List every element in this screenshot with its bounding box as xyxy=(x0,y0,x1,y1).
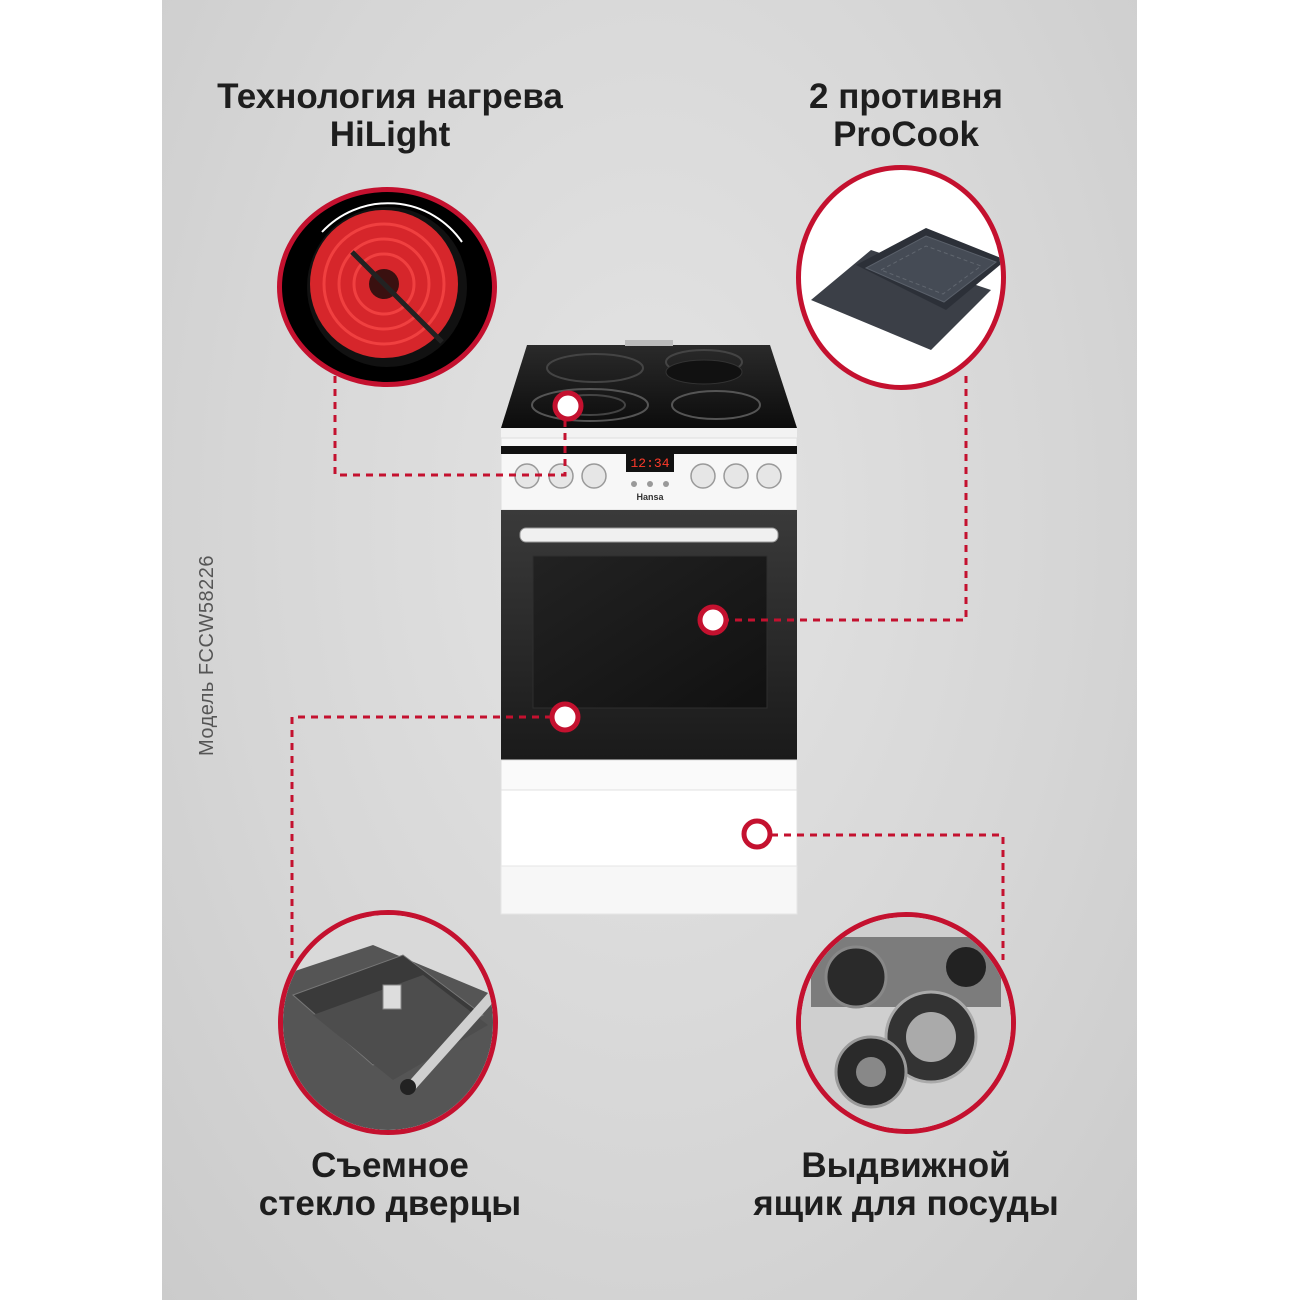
burner-front-right xyxy=(671,390,761,420)
burner-front-left xyxy=(531,388,649,422)
timer-display xyxy=(626,452,674,472)
removable-door-glass-icon xyxy=(278,910,498,1135)
brand-logo: Hansa xyxy=(636,492,664,502)
cookware-drawer-icon xyxy=(796,912,1016,1134)
burner-back-left xyxy=(546,353,644,383)
connector-lines xyxy=(290,376,1005,960)
control-buttons xyxy=(631,481,669,487)
oven-window xyxy=(532,555,768,709)
feature-markers xyxy=(549,390,773,850)
oven-handle xyxy=(519,527,779,543)
timer-display-text: 12:34 xyxy=(630,456,669,471)
hilight-burner-icon xyxy=(277,187,497,387)
baking-trays-icon xyxy=(796,165,1006,390)
cooktop-backguard xyxy=(625,340,673,346)
